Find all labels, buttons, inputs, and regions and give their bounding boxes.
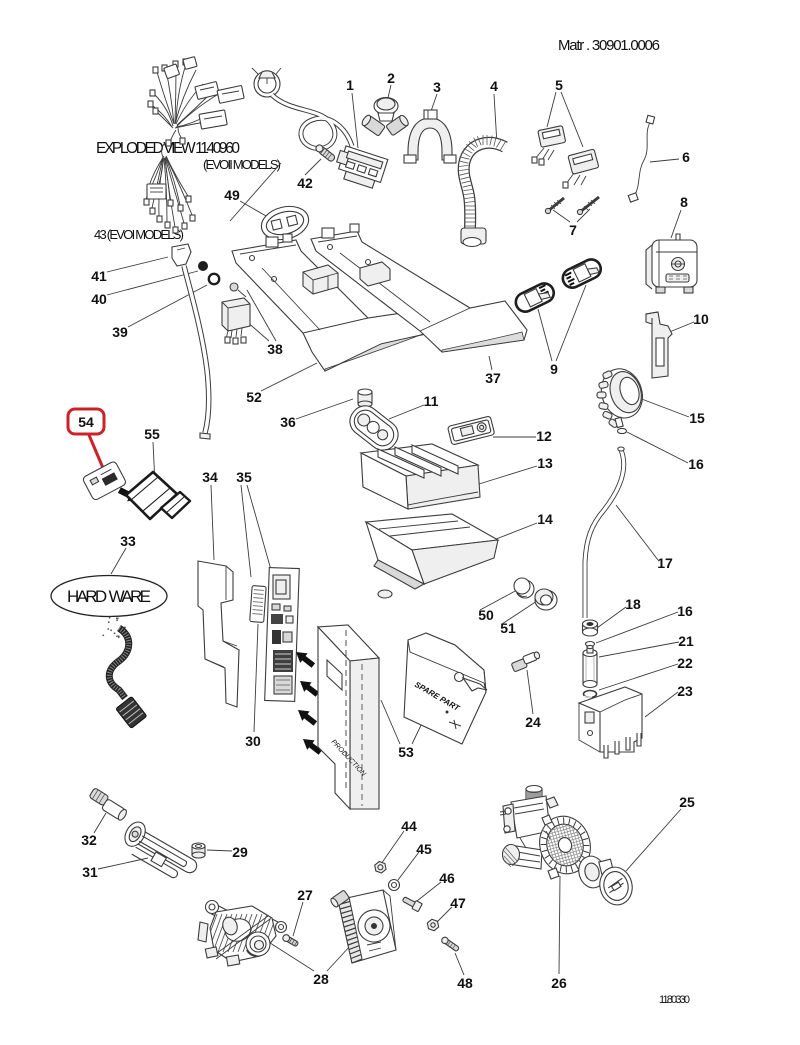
svg-text:13: 13 [537, 455, 553, 471]
svg-text:40: 40 [91, 291, 107, 307]
svg-text:24: 24 [525, 714, 541, 730]
svg-text:41: 41 [91, 268, 107, 284]
svg-text:10: 10 [693, 311, 709, 327]
svg-text:28: 28 [313, 971, 329, 987]
svg-text:9: 9 [550, 361, 558, 377]
svg-text:23: 23 [677, 683, 693, 699]
svg-text:1: 1 [346, 77, 354, 93]
svg-text:30: 30 [245, 733, 261, 749]
svg-text:5: 5 [555, 77, 563, 93]
svg-text:18: 18 [625, 596, 641, 612]
svg-text:3: 3 [433, 79, 441, 95]
svg-text:33: 33 [120, 533, 136, 549]
svg-text:15: 15 [689, 410, 705, 426]
svg-text:1180330: 1180330 [659, 994, 690, 1006]
svg-text:31: 31 [82, 864, 98, 880]
svg-text:22: 22 [677, 655, 693, 671]
svg-text:32: 32 [81, 832, 97, 848]
svg-text:51: 51 [500, 620, 516, 636]
svg-text:53: 53 [398, 744, 414, 760]
svg-text:Matr . 30901.0006: Matr . 30901.0006 [558, 37, 660, 54]
svg-text:46: 46 [439, 870, 455, 886]
svg-text:52: 52 [246, 389, 262, 405]
svg-text:6: 6 [682, 149, 690, 165]
svg-text:39: 39 [112, 324, 128, 340]
svg-text:16: 16 [677, 603, 693, 619]
svg-text:27: 27 [297, 887, 313, 903]
svg-text:11: 11 [424, 393, 439, 409]
svg-text:44: 44 [401, 818, 417, 834]
svg-text:26: 26 [551, 975, 567, 991]
svg-text:EXPLODED VIEW 1140960: EXPLODED VIEW 1140960 [96, 140, 240, 157]
svg-text:(EVOII MODELS): (EVOII MODELS) [203, 157, 281, 172]
svg-text:35: 35 [236, 469, 252, 485]
svg-text:4: 4 [490, 78, 498, 94]
svg-text:29: 29 [232, 844, 248, 860]
svg-text:17: 17 [657, 555, 673, 571]
svg-text:HARD WARE: HARD WARE [67, 587, 151, 606]
svg-text:34: 34 [202, 469, 218, 485]
svg-text:16: 16 [688, 456, 704, 472]
svg-text:37: 37 [485, 370, 501, 386]
svg-text:21: 21 [678, 633, 694, 649]
svg-text:54: 54 [78, 414, 94, 430]
svg-text:14: 14 [537, 511, 553, 527]
svg-text:2: 2 [387, 70, 395, 86]
svg-text:48: 48 [457, 975, 473, 991]
svg-text:42: 42 [297, 175, 313, 191]
svg-text:43 (EVOI MODELS): 43 (EVOI MODELS) [94, 227, 184, 242]
svg-text:55: 55 [144, 426, 160, 442]
svg-text:50: 50 [478, 607, 494, 623]
svg-text:45: 45 [416, 841, 432, 857]
svg-text:49: 49 [224, 187, 240, 203]
svg-text:12: 12 [536, 428, 552, 444]
svg-text:36: 36 [280, 414, 296, 430]
svg-text:47: 47 [450, 895, 466, 911]
svg-text:25: 25 [679, 794, 695, 810]
svg-text:8: 8 [680, 194, 688, 210]
svg-text:7: 7 [569, 222, 577, 238]
svg-text:38: 38 [267, 341, 283, 357]
